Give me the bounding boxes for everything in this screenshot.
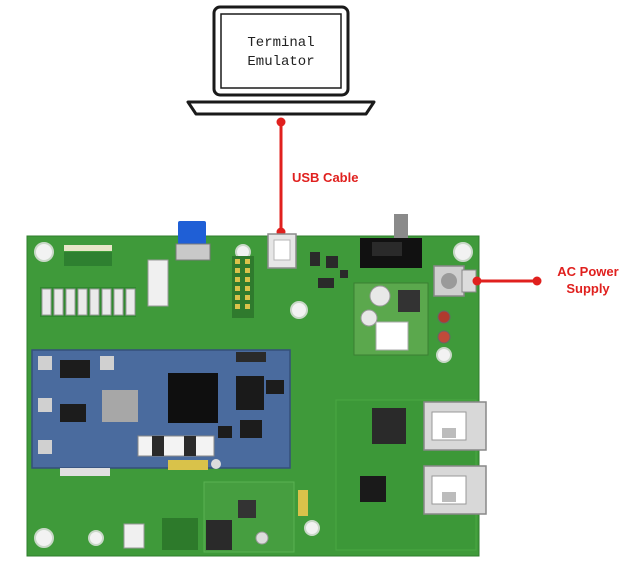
ethernet-section xyxy=(335,399,487,551)
usb-cable-label: USB Cable xyxy=(292,170,358,185)
bottom-components xyxy=(123,459,308,553)
ac-power-label-line1: AC Power xyxy=(557,264,618,279)
ac-power-label-line2: Supply xyxy=(566,281,610,296)
development-board xyxy=(26,214,487,557)
pin-header xyxy=(232,256,254,318)
header-connector-white xyxy=(147,259,169,307)
ac-power-connector xyxy=(472,276,542,286)
sd-card xyxy=(175,221,211,261)
status-leds xyxy=(437,310,451,344)
ethernet-port-1 xyxy=(423,401,487,451)
bottom-header xyxy=(168,460,208,470)
som-edge-connector xyxy=(60,468,110,476)
terminal-emulator-label-line2: Emulator xyxy=(247,54,314,70)
som-module xyxy=(31,349,291,469)
power-module xyxy=(353,282,429,356)
usb-port xyxy=(267,233,297,269)
usb-components xyxy=(310,252,348,288)
terminal-emulator-label-line1: Terminal xyxy=(247,35,314,51)
power-switch xyxy=(360,214,422,268)
dc-jack xyxy=(433,265,477,297)
gpio-led-bank xyxy=(40,245,136,317)
laptop-icon xyxy=(186,5,376,116)
usb-cable-connector xyxy=(276,117,286,237)
ethernet-port-2 xyxy=(423,465,487,515)
